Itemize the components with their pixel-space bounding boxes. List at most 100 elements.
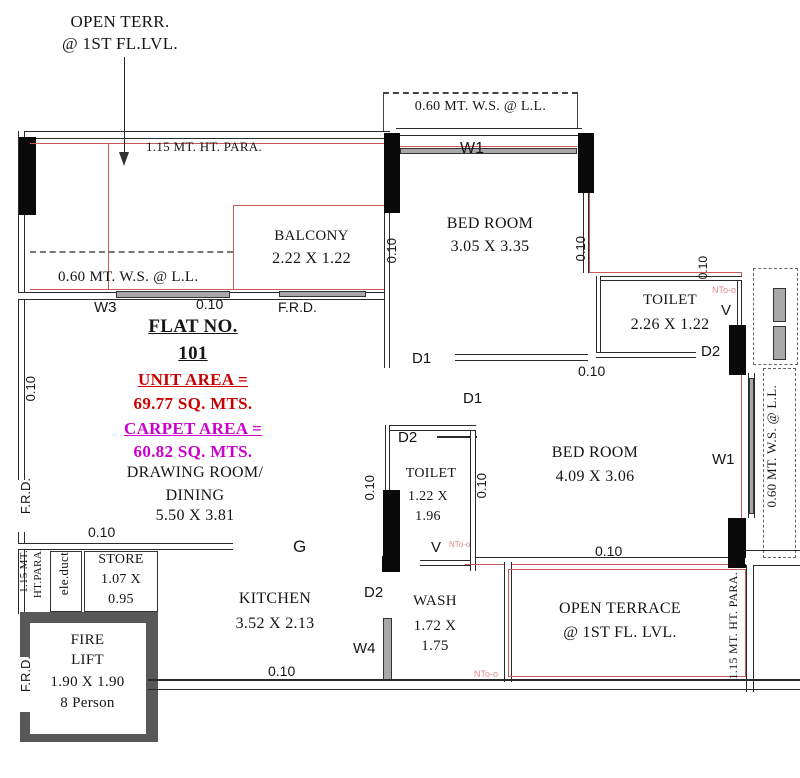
terrace-outline bbox=[508, 569, 746, 677]
vent-bar-upper bbox=[773, 288, 786, 322]
store-dim1: 1.07 X bbox=[101, 572, 141, 587]
terrace-red-line-vert bbox=[108, 143, 109, 290]
wash-dim2: 1.75 bbox=[421, 638, 449, 654]
wall-block-bed1-left bbox=[384, 133, 400, 213]
carpet-area-label: CARPET AREA = bbox=[124, 419, 262, 438]
lift-wall-top bbox=[20, 612, 158, 623]
wall-block-terrace-corner bbox=[728, 539, 745, 567]
red-line-toilet1-top bbox=[589, 272, 741, 273]
balcony-dim: 2.22 X 1.22 bbox=[272, 250, 351, 267]
terrace-name: OPEN TERRACE bbox=[559, 600, 681, 617]
arrow-head-icon bbox=[119, 152, 129, 166]
door-block-toilet2 bbox=[383, 490, 400, 572]
toilet1-dim: 2.26 X 1.22 bbox=[630, 316, 710, 333]
drawing-room-name2: DINING bbox=[165, 487, 225, 504]
ele-duct-box bbox=[50, 551, 82, 612]
lift-name2: LIFT bbox=[71, 652, 104, 668]
wall-left-lower bbox=[18, 532, 25, 614]
dim-toilet2-left: 0.10 bbox=[362, 475, 377, 501]
parapet-left-line2: HT.PARA. bbox=[32, 548, 44, 599]
window-w3 bbox=[116, 291, 230, 298]
bed1-dim: 3.05 X 3.35 bbox=[450, 238, 530, 255]
lift-wall-right bbox=[146, 612, 158, 742]
unit-area-value: 69.77 SQ. MTS. bbox=[133, 394, 253, 413]
wall-toilet1-right-stub bbox=[737, 281, 742, 325]
ws-note-right: 0.60 MT. W.S. @ L.L. bbox=[764, 385, 779, 508]
wall-toilet2-right bbox=[470, 431, 476, 571]
dim-left-wall: 0.10 bbox=[23, 376, 38, 402]
ws-dashed-right bbox=[763, 368, 796, 558]
wall-block-bed1-right bbox=[578, 133, 594, 193]
bottom-wall-outer bbox=[148, 679, 800, 681]
window-w1-top bbox=[400, 148, 577, 154]
wall-top-left bbox=[18, 131, 390, 139]
open-terr-note-line2: @ 1ST FL.LVL. bbox=[62, 34, 178, 53]
label-frd-lift: F.R.D. bbox=[18, 656, 33, 693]
terrace-level: @ 1ST FL. LVL. bbox=[563, 624, 677, 641]
wash-name: WASH bbox=[413, 593, 457, 609]
bottom-wall-inner bbox=[148, 689, 800, 690]
wall-bed1-left-stub bbox=[384, 213, 390, 368]
door-block-d2-toilet1 bbox=[729, 325, 746, 375]
nto-mark-terrace: NTo-o bbox=[474, 669, 499, 679]
dim-bed2-bottom: 0.10 bbox=[595, 543, 623, 559]
wall-kitchen-divider bbox=[18, 543, 233, 550]
lift-wall-left-lower bbox=[20, 712, 30, 742]
lift-dim: 1.90 X 1.90 bbox=[50, 674, 125, 690]
dim-toilet2-right: 0.10 bbox=[474, 473, 489, 499]
terrace-dashed-line bbox=[30, 251, 233, 253]
wall-block-top-left bbox=[19, 137, 36, 215]
wall-bed1-top bbox=[396, 128, 582, 136]
label-d1-b: D1 bbox=[463, 390, 483, 407]
drawing-room-dim: 5.50 X 3.81 bbox=[155, 507, 235, 524]
wall-toilet2-top bbox=[385, 425, 476, 431]
dim-kitchen-bottom: 0.10 bbox=[268, 663, 296, 679]
vent-bar-lower bbox=[773, 326, 786, 360]
wall-toilet2-notch bbox=[437, 436, 477, 438]
red-line-bed1 bbox=[589, 193, 590, 273]
open-terr-note-line1: OPEN TERR. bbox=[70, 12, 170, 31]
toilet2-dim2: 1.96 bbox=[415, 509, 441, 524]
kitchen-dim: 3.52 X 2.13 bbox=[235, 615, 315, 632]
terrace-red-line-bottom bbox=[30, 289, 235, 290]
dim-w3: 0.10 bbox=[196, 296, 224, 312]
flat-label: FLAT NO. bbox=[148, 316, 238, 337]
parapet-left-line1: 1.15 MT. bbox=[18, 550, 30, 593]
store-dim2: 0.95 bbox=[108, 592, 134, 607]
red-line-right-vert bbox=[741, 272, 742, 540]
label-w3: W3 bbox=[94, 299, 117, 316]
label-frd-balcony: F.R.D. bbox=[278, 299, 317, 315]
red-line-bed2-bottom bbox=[465, 564, 744, 565]
label-v-toilet2: V bbox=[431, 539, 442, 556]
vent-dashed-box bbox=[753, 268, 798, 365]
flat-number: 101 bbox=[178, 343, 208, 364]
store-box bbox=[84, 551, 158, 612]
terrace-ws-note: 0.60 MT. W.S. @ L.L. bbox=[58, 269, 199, 285]
label-g: G bbox=[293, 537, 307, 556]
window-w1-right bbox=[749, 378, 754, 514]
terrace-red-line-top bbox=[30, 143, 390, 144]
lift-name1: FIRE bbox=[70, 632, 105, 648]
wall-toilet1-top bbox=[596, 276, 742, 281]
label-d1-a: D1 bbox=[412, 350, 432, 367]
label-w1-right: W1 bbox=[712, 451, 735, 468]
label-d2-wash: D2 bbox=[364, 584, 384, 601]
wash-dim1: 1.72 X bbox=[413, 618, 457, 634]
wall-d1 bbox=[455, 354, 588, 361]
lift-wall-bottom bbox=[20, 734, 158, 742]
bed1-name: BED ROOM bbox=[446, 215, 534, 232]
ele-duct-label: ele.duct bbox=[56, 552, 71, 596]
parapet-right-note: 1.15 MT. HT. PARA. bbox=[726, 572, 740, 680]
frd-sill-balcony bbox=[279, 291, 366, 297]
store-name: STORE bbox=[98, 552, 144, 567]
label-d2-toilet2: D2 bbox=[398, 429, 418, 446]
dim-toilet1-right: 0.10 bbox=[696, 256, 710, 280]
label-d2-toilet1: D2 bbox=[701, 343, 721, 360]
wall-toilet1-left bbox=[596, 276, 601, 358]
sill-v-toilet2 bbox=[420, 560, 470, 566]
label-v-toilet1: V bbox=[721, 302, 732, 319]
nto-mark-toilet2: NTo-o bbox=[449, 540, 471, 549]
toilet1-name: TOILET bbox=[642, 292, 697, 308]
arrow-line bbox=[124, 57, 125, 155]
drawing-room-name1: DRAWING ROOM/ bbox=[126, 464, 264, 481]
